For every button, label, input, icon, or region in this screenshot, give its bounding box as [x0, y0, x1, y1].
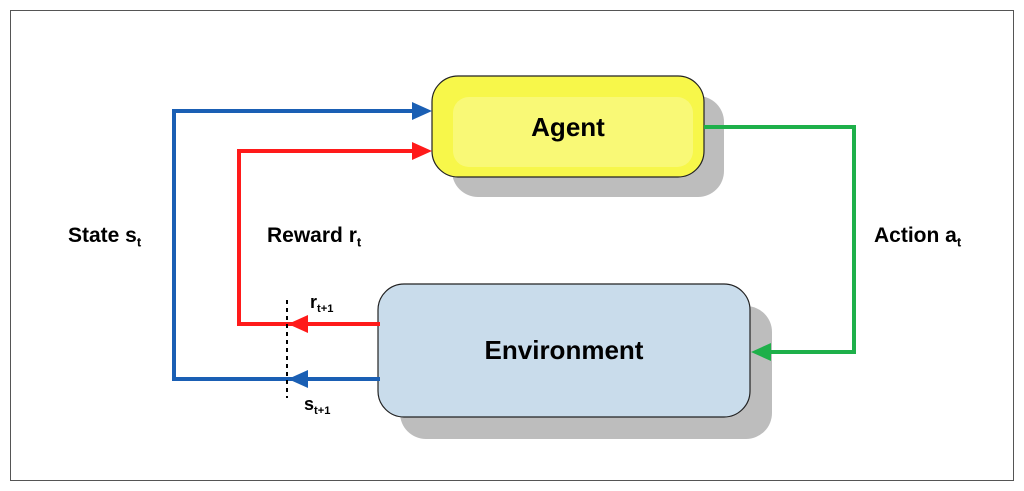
reward-arrow: [237, 149, 416, 326]
next-state-label: st+1: [304, 394, 331, 417]
reward-label-sub: t: [356, 234, 362, 250]
action-label: Action at: [874, 224, 962, 250]
action-arrow: [704, 125, 856, 354]
state-label: State st: [68, 224, 142, 250]
reward-arrowhead: [412, 142, 432, 160]
next-reward-label: rt+1: [310, 292, 334, 315]
next-reward-arrowhead: [288, 315, 308, 333]
state-arrowhead: [412, 102, 432, 120]
action-label-sub: t: [956, 234, 962, 250]
agent-box-highlight: [453, 97, 693, 167]
next-state-label-text: s: [304, 394, 315, 414]
reward-label: Reward rt: [267, 224, 362, 250]
state-label-sub: t: [136, 234, 142, 250]
next-reward-label-sub: t+1: [317, 302, 334, 315]
next-state-label-sub: t+1: [314, 404, 331, 417]
next-state-arrowhead: [288, 370, 308, 388]
next-reward-label-text: r: [310, 292, 318, 312]
agent-label: Agent: [531, 112, 605, 142]
environment-box: [377, 283, 751, 418]
reward-label-text: Reward r: [267, 224, 357, 247]
environment-label: Environment: [484, 335, 644, 365]
state-arrow: [172, 109, 416, 381]
state-label-text: State s: [68, 224, 137, 247]
action-arrowhead: [751, 343, 771, 361]
action-label-text: Action a: [874, 224, 957, 247]
